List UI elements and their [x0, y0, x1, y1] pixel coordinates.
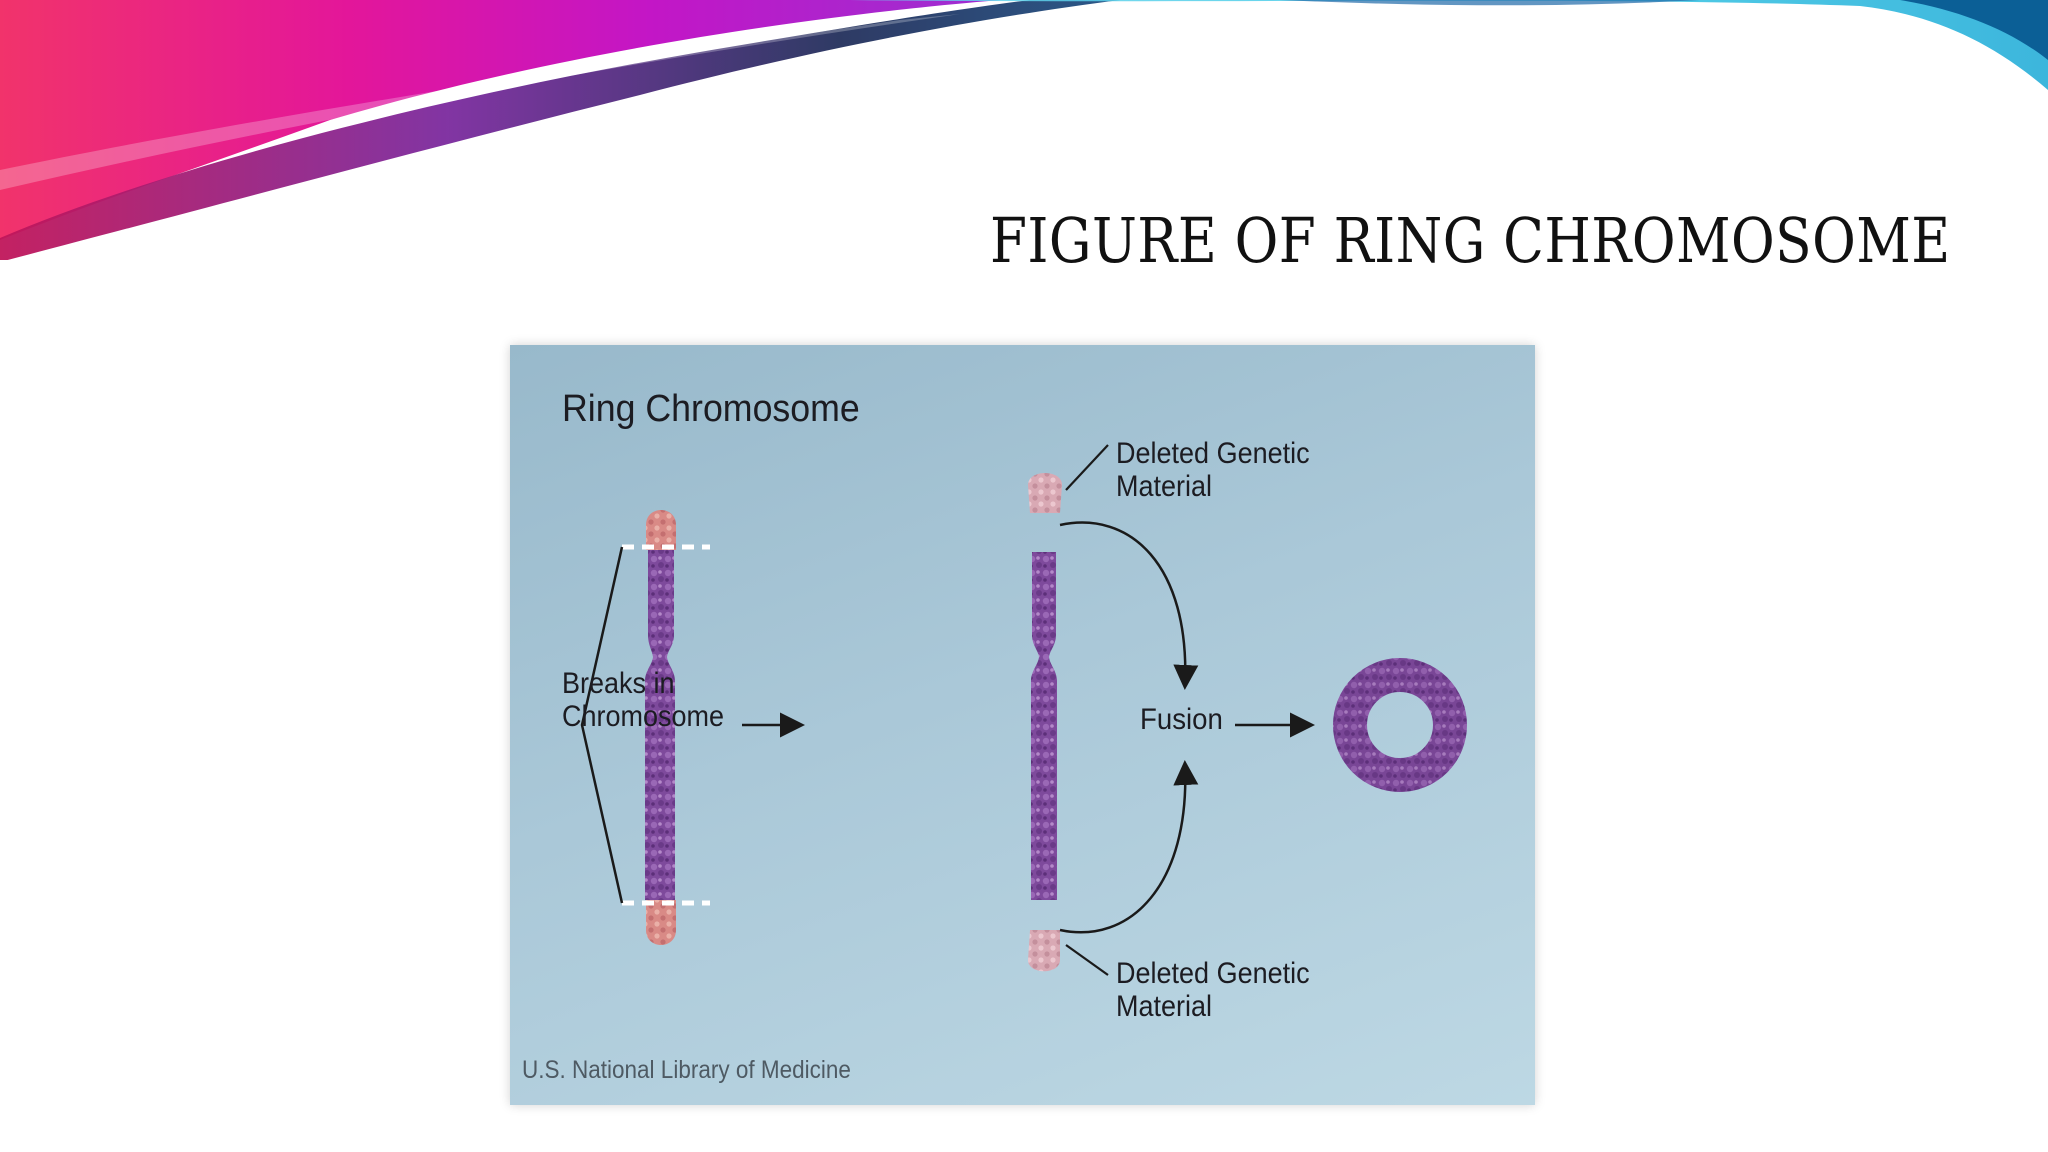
chromosome-body	[645, 550, 675, 900]
leader-line-bottom	[1065, 944, 1109, 976]
original-chromosome	[622, 510, 710, 945]
ring-chromosome-figure: Ring Chromosome Breaks in Chromosome Del…	[510, 345, 1535, 1105]
fusion-arrow-top	[1059, 521, 1199, 690]
breaks-label-line-1: Breaks in	[562, 667, 675, 700]
broken-chromosome	[1028, 444, 1109, 976]
breaks-in-chromosome-label: Breaks in Chromosome	[562, 667, 742, 733]
deleted-top-label-line-2: Material	[1116, 470, 1213, 503]
deleted-fragment-bottom	[1028, 930, 1060, 972]
fusion-label: Fusion	[1140, 703, 1223, 736]
slide-banner-decoration	[0, 0, 2048, 260]
fusion-arrow-bottom	[1059, 760, 1199, 934]
deleted-bottom-label-line-2: Material	[1116, 990, 1213, 1023]
ring-chromosome-diagram	[580, 444, 1467, 976]
ring-chromosome	[1333, 658, 1467, 792]
source-credit: U.S. National Library of Medicine	[522, 1056, 851, 1084]
deleted-top-label-line-1: Deleted Genetic	[1116, 437, 1310, 470]
deleted-genetic-material-top-label: Deleted Genetic Material	[1116, 437, 1331, 503]
deleted-bottom-label-line-1: Deleted Genetic	[1116, 957, 1310, 990]
deleted-genetic-material-bottom-label: Deleted Genetic Material	[1116, 957, 1331, 1023]
slide-title: FIGURE OF RING CHROMOSOME	[990, 204, 1951, 277]
chromosome-top-tip	[646, 510, 676, 550]
leader-line-top	[1065, 444, 1109, 491]
figure-title: Ring Chromosome	[562, 388, 860, 430]
breaks-label-line-2: Chromosome	[562, 700, 725, 733]
broken-chromosome-body	[1031, 552, 1057, 900]
chromosome-bottom-tip	[646, 900, 676, 945]
breaks-bracket	[580, 546, 624, 904]
deleted-fragment-top	[1028, 473, 1062, 513]
